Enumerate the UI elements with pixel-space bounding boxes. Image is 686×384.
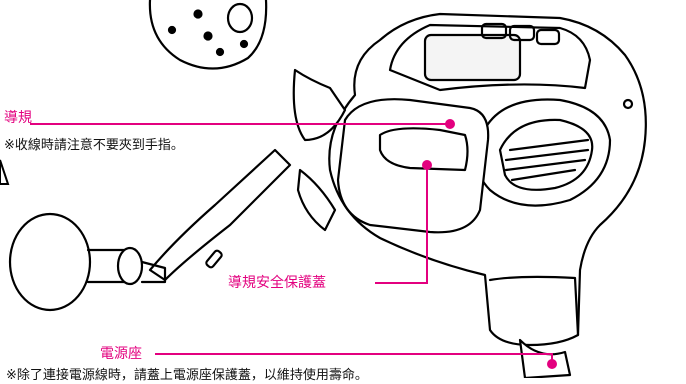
line-guide-marker xyxy=(445,119,455,129)
power-socket-label: 電源座 xyxy=(100,346,142,362)
spool-part xyxy=(148,0,268,70)
line-guide-label: 導規 xyxy=(4,110,32,126)
reel-body xyxy=(328,12,647,378)
power-socket-marker xyxy=(547,359,557,369)
power-socket-note: ※除了連接電源線時，請蓋上電源座保護蓋，以維持使用壽命。 xyxy=(6,368,368,383)
warning-icon xyxy=(0,159,10,185)
reel-handle xyxy=(8,68,347,312)
line-guide-note: ※收線時請注意不要夾到手指。 xyxy=(4,138,184,153)
line-guide-cover-marker xyxy=(422,160,432,170)
line-guide-cover-label: 導規安全保護蓋 xyxy=(228,275,326,291)
